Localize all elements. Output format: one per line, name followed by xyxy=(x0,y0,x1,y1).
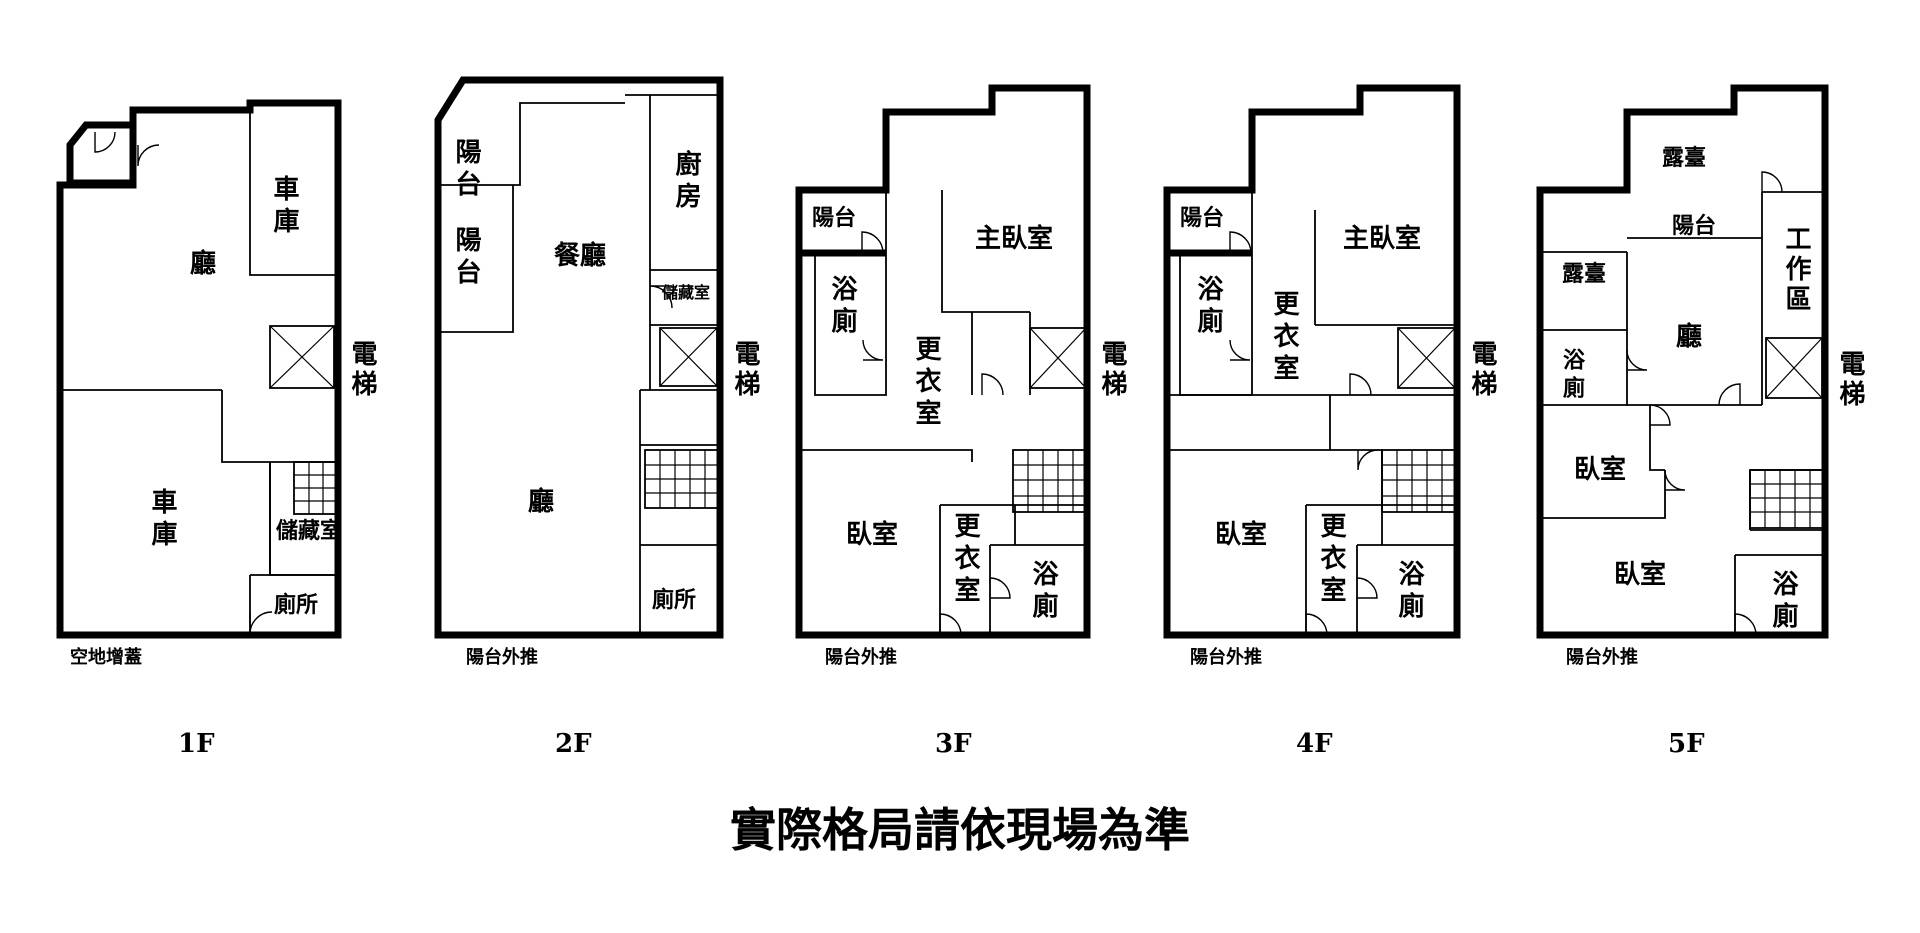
floor-1f-elevator xyxy=(269,325,335,389)
room-label-master-bedroom: 主臥室 xyxy=(1343,223,1421,254)
room-label-bath: 浴廁 xyxy=(1768,570,1798,634)
room-label-kitchen: 廚房 xyxy=(671,149,701,214)
floor-note: 陽台外推 xyxy=(1190,646,1262,668)
floor-note: 陽台外推 xyxy=(1566,646,1638,668)
disclaimer-text: 實際格局請依現場為準 xyxy=(730,803,1190,857)
elevator-label: 電梯 xyxy=(1835,350,1865,410)
floor-5f-stairs xyxy=(1749,469,1826,529)
floor-3f-outline xyxy=(795,84,1091,639)
room-label-bath: 浴廁 xyxy=(827,275,857,339)
floor-1f: 廳 車庫 車庫 儲藏室 廁所 電梯 空地增蓋 1F xyxy=(56,99,377,759)
room-label-dining: 餐廳 xyxy=(554,240,606,271)
floor-4f-doors xyxy=(1229,231,1379,636)
room-label-balcony: 陽台 xyxy=(812,205,856,231)
floor-level-label: 5F xyxy=(1668,729,1705,759)
room-label-closet: 更衣室 xyxy=(1269,290,1299,386)
room-label-bath: 浴廁 xyxy=(1193,275,1223,339)
floor-level-label: 2F xyxy=(555,729,592,759)
room-label-bedroom: 臥室 xyxy=(1574,454,1626,485)
room-label-garage: 車庫 xyxy=(269,175,299,239)
room-label-closet: 更衣室 xyxy=(911,335,941,431)
room-label-hall: 廳 xyxy=(190,248,216,279)
floor-2f: 陽台 陽台 餐廳 廚房 儲藏室 廳 廁所 電梯 陽台外推 2F xyxy=(434,76,760,759)
room-label-bedroom: 臥室 xyxy=(1215,519,1267,550)
floor-4f-elevator xyxy=(1397,327,1456,389)
floor-4f-stairs xyxy=(1381,449,1458,513)
floor-5f: 露臺 露臺 陽台 工作區 廳 浴廁 臥室 臥室 浴廁 電梯 陽台外推 5F xyxy=(1536,84,1865,759)
room-label-bath: 浴廁 xyxy=(1028,560,1058,624)
floor-2f-doors xyxy=(649,285,673,309)
elevator-label: 電梯 xyxy=(730,340,760,400)
elevator-label: 電梯 xyxy=(347,340,377,400)
floor-5f-elevator xyxy=(1765,337,1823,399)
floor-4f-outline xyxy=(1163,84,1461,639)
room-label-terrace: 露臺 xyxy=(1562,261,1606,287)
room-label-terrace: 露臺 xyxy=(1662,145,1706,171)
floor-2f-stairs xyxy=(644,449,721,509)
room-label-storage: 儲藏室 xyxy=(661,283,710,302)
floor-1f-annex xyxy=(66,121,137,187)
floor-1f-doors xyxy=(94,131,273,635)
room-label-closet: 更衣室 xyxy=(950,512,980,608)
room-label-hall: 廳 xyxy=(1676,321,1702,352)
room-label-toilet: 廁所 xyxy=(274,592,318,618)
room-label-bath: 浴廁 xyxy=(1559,348,1585,404)
room-label-master-bedroom: 主臥室 xyxy=(975,223,1053,254)
room-label-garage: 車庫 xyxy=(147,488,177,552)
floor-note: 空地增蓋 xyxy=(70,646,142,668)
room-label-toilet: 廁所 xyxy=(652,587,696,613)
room-label-closet: 更衣室 xyxy=(1316,512,1346,608)
room-label-bedroom: 臥室 xyxy=(846,519,898,550)
floor-3f-doors xyxy=(861,231,1011,636)
floor-3f-balcony-outline xyxy=(795,190,886,257)
room-label-bath: 浴廁 xyxy=(1394,560,1424,624)
room-label-balcony: 陽台 xyxy=(1180,205,1224,231)
floor-1f-stairs xyxy=(293,461,339,515)
elevator-label: 電梯 xyxy=(1097,340,1127,400)
floor-3f: 陽台 浴廁 主臥室 更衣室 臥室 更衣室 浴廁 電梯 陽台外推 3F xyxy=(795,84,1127,759)
floor-level-label: 3F xyxy=(935,729,972,759)
floor-4f-balcony-outline xyxy=(1163,190,1252,257)
floor-2f-outline xyxy=(434,76,724,639)
room-label-hall: 廳 xyxy=(528,486,554,517)
floor-5f-outline xyxy=(1536,84,1829,639)
floor-2f-elevator xyxy=(659,327,718,387)
elevator-label: 電梯 xyxy=(1467,340,1497,400)
floor-4f: 陽台 浴廁 主臥室 更衣室 臥室 更衣室 浴廁 電梯 陽台外推 4F xyxy=(1163,84,1497,759)
room-label-workspace: 工作區 xyxy=(1781,225,1811,315)
floor-level-label: 4F xyxy=(1296,729,1333,759)
room-label-balcony: 陽台 xyxy=(451,138,481,202)
room-label-balcony: 陽台 xyxy=(451,226,481,290)
floor-3f-elevator xyxy=(1029,327,1087,389)
room-label-balcony: 陽台 xyxy=(1672,213,1716,239)
floor-2f-walls xyxy=(438,94,720,635)
floor-3f-stairs xyxy=(1012,449,1088,513)
room-label-storage: 儲藏室 xyxy=(276,518,342,544)
floor-note: 陽台外推 xyxy=(825,646,897,668)
floor-1f-walls xyxy=(60,110,338,635)
floor-level-label: 1F xyxy=(178,729,215,759)
floor-note: 陽台外推 xyxy=(466,646,538,668)
room-label-bedroom: 臥室 xyxy=(1614,559,1666,590)
floor-5f-doors xyxy=(1626,171,1783,636)
